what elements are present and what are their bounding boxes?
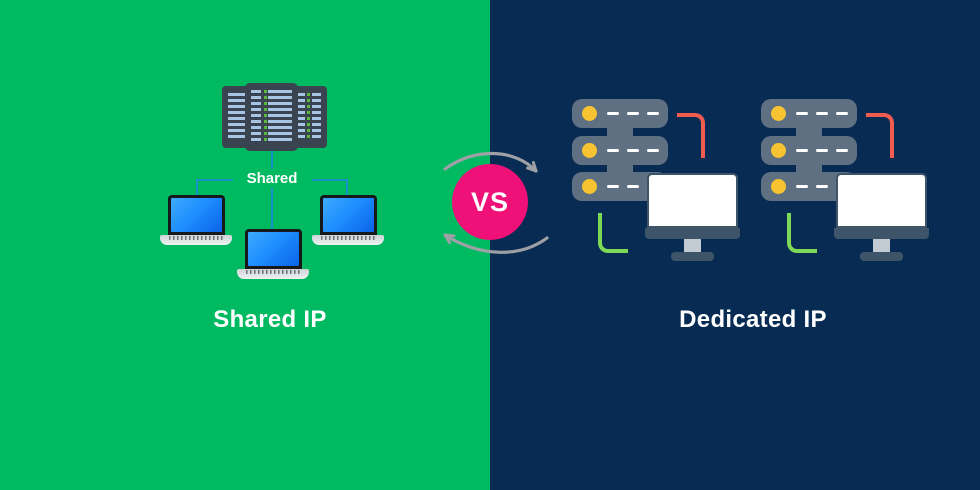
server-unit bbox=[761, 99, 857, 128]
server-dash bbox=[796, 112, 808, 116]
server-dash bbox=[816, 185, 828, 189]
status-led-icon bbox=[582, 106, 597, 121]
server-dash bbox=[816, 112, 828, 116]
monitor-base bbox=[671, 252, 714, 261]
vs-badge: VS bbox=[452, 164, 528, 240]
network-line-right-drop bbox=[346, 179, 348, 196]
server-dash bbox=[836, 112, 848, 116]
vs-label: VS bbox=[470, 186, 510, 217]
laptop-icon bbox=[237, 229, 309, 279]
rack-rows bbox=[251, 90, 292, 144]
laptop-icon bbox=[160, 195, 232, 245]
server-rack-icon bbox=[222, 83, 327, 151]
laptop-keyboard bbox=[169, 236, 223, 240]
laptop-base bbox=[237, 269, 309, 279]
red-link-line bbox=[677, 113, 705, 158]
green-link-line bbox=[787, 213, 817, 253]
laptop-screen bbox=[167, 195, 225, 235]
laptop-base bbox=[160, 235, 232, 245]
server-dash bbox=[836, 148, 848, 152]
server-dash bbox=[796, 148, 808, 152]
monitor-icon bbox=[645, 173, 740, 261]
server-unit bbox=[572, 135, 668, 165]
status-led-icon bbox=[582, 179, 597, 194]
laptop-keyboard bbox=[246, 270, 300, 274]
server-dash bbox=[647, 148, 659, 152]
shared-ip-title: Shared IP bbox=[213, 306, 327, 333]
dedicated-server-icon bbox=[572, 99, 742, 264]
monitor-screen bbox=[836, 173, 927, 228]
status-led-icon bbox=[771, 106, 786, 121]
server-dash bbox=[607, 112, 619, 116]
monitor-stand bbox=[873, 239, 890, 252]
network-line-left-drop bbox=[196, 179, 198, 196]
server-unit bbox=[761, 135, 857, 165]
status-led-icon bbox=[771, 179, 786, 194]
monitor-bar bbox=[834, 228, 929, 239]
dedicated-ip-panel bbox=[490, 0, 980, 490]
monitor-screen bbox=[647, 173, 738, 228]
monitor-base bbox=[860, 252, 903, 261]
dedicated-server-icon bbox=[761, 99, 931, 264]
laptop-base bbox=[312, 235, 384, 245]
red-link-line bbox=[866, 113, 894, 158]
server-dash bbox=[627, 148, 639, 152]
network-line-right bbox=[312, 179, 348, 181]
dedicated-ip-title: Dedicated IP bbox=[679, 306, 827, 333]
server-dash bbox=[796, 185, 808, 189]
green-link-line bbox=[598, 213, 628, 253]
laptop-display bbox=[322, 198, 374, 232]
rack-unit-center bbox=[245, 83, 298, 151]
monitor-bar bbox=[645, 228, 740, 239]
server-dash bbox=[607, 148, 619, 152]
laptop-display bbox=[170, 198, 222, 232]
network-line-rack-drop bbox=[271, 151, 273, 169]
laptop-icon bbox=[312, 195, 384, 245]
server-dash bbox=[627, 185, 639, 189]
laptop-screen bbox=[319, 195, 377, 235]
status-led-icon bbox=[582, 142, 597, 158]
network-line-center-drop bbox=[271, 188, 273, 230]
shared-ip-panel: Shared Shared IP bbox=[0, 0, 490, 490]
monitor-stand bbox=[684, 239, 701, 252]
status-led-icon bbox=[771, 142, 786, 158]
monitor-icon bbox=[834, 173, 929, 261]
network-line-left bbox=[197, 179, 233, 181]
shared-connector-label: Shared bbox=[246, 170, 298, 187]
swap-arrows-icon bbox=[443, 151, 549, 254]
laptop-keyboard bbox=[321, 236, 375, 240]
server-unit bbox=[572, 99, 668, 128]
laptop-display bbox=[247, 232, 299, 266]
server-dash bbox=[816, 148, 828, 152]
laptop-screen bbox=[244, 229, 302, 269]
server-dash bbox=[647, 112, 659, 116]
server-dash bbox=[607, 185, 619, 189]
server-dash bbox=[627, 112, 639, 116]
